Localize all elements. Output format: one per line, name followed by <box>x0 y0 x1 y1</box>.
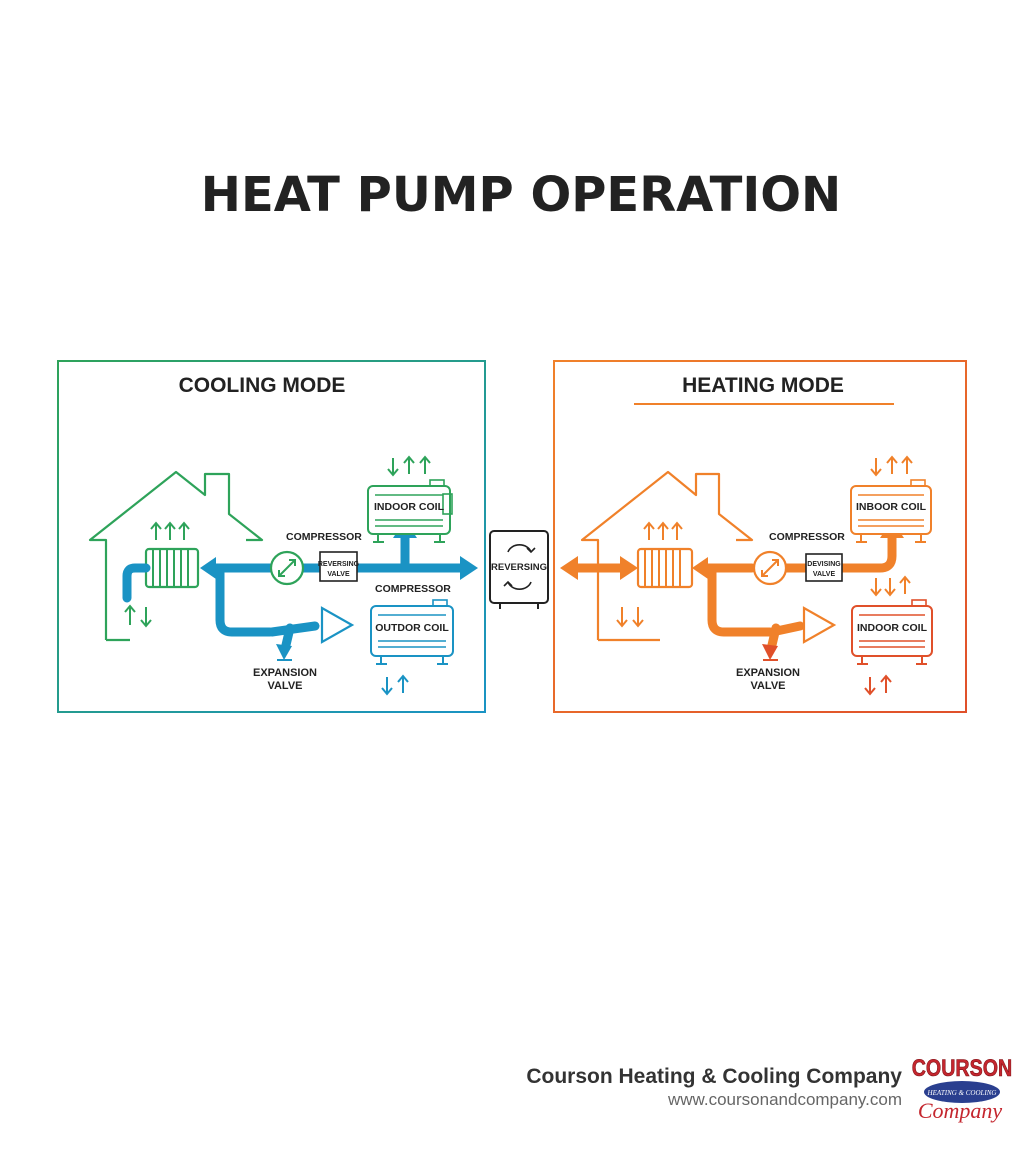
heating-top-airflow-icon <box>870 455 913 477</box>
center-reversing-valve: REVERSING <box>489 530 549 609</box>
cooling-expansion-valve-icon <box>320 606 355 644</box>
logo-badge <box>924 1081 1000 1103</box>
cooling-airflow-up-icon <box>150 521 190 540</box>
cooling-house-icon <box>88 470 264 640</box>
svg-text:VALVE: VALVE <box>327 571 350 578</box>
heating-arrow-coil-left-icon <box>692 557 708 579</box>
cooling-airflow-updown-icon <box>124 604 152 628</box>
heating-indoor-coil-bottom-unit: INDOOR COIL <box>851 599 933 665</box>
reversing-cycle-icon <box>503 544 536 590</box>
svg-text:VALVE: VALVE <box>813 571 836 578</box>
cooling-outdoor-coil-unit: OUTDOR COIL <box>370 599 454 665</box>
logo-word-mid: HEATING & COOLING <box>927 1089 997 1097</box>
heating-compressor-label: COMPRESSOR <box>769 531 845 543</box>
heating-panel: HEATING MODE <box>553 360 967 713</box>
logo-word-bottom: Company <box>918 1098 1003 1123</box>
cooling-compressor-icon <box>269 550 305 586</box>
cooling-compressor-label: COMPRESSOR <box>286 531 362 543</box>
heating-airflow-up-icon <box>643 521 683 540</box>
heating-airflow-down-icon <box>616 607 644 628</box>
heating-indoor-coil-top-unit: INBOOR COIL <box>850 479 932 543</box>
heating-expansion-label-2: VALVE <box>750 680 785 692</box>
heating-frame <box>553 360 967 713</box>
heating-refrigerant-lines <box>571 529 897 650</box>
footer: Courson Heating & Cooling Company www.co… <box>526 1064 902 1110</box>
cooling-title: COOLING MODE <box>179 374 346 397</box>
svg-text:OUTDOR COIL: OUTDOR COIL <box>375 622 449 634</box>
logo-word-top: COURSON <box>912 1054 1013 1081</box>
cooling-arrow-down-icon <box>276 644 292 660</box>
cooling-arrow-left-icon <box>200 557 216 579</box>
cooling-expansion-label-2: VALVE <box>267 680 302 692</box>
heating-reversing-valve: DEVISING VALVE <box>805 553 843 582</box>
heating-indoor-coil-icon <box>636 547 694 589</box>
heating-expansion-label-1: EXPANSION <box>736 667 800 679</box>
heating-expansion-valve-icon <box>802 606 837 644</box>
heating-bottom-airflow-icon <box>864 674 892 696</box>
cooling-indoor-airflow-icon <box>387 455 431 477</box>
cooling-compressor-label-2: COMPRESSOR <box>375 583 451 595</box>
cooling-arrow-right-icon <box>460 556 478 580</box>
heating-mid-airflow-icon <box>870 575 911 597</box>
cooling-reversing-valve: REVERSING VALVE <box>318 551 360 582</box>
heating-title: HEATING MODE <box>682 374 844 397</box>
courson-logo: COURSON HEATING & COOLING Company <box>911 1054 1013 1123</box>
cooling-refrigerant-lines <box>208 529 467 650</box>
heating-compressor-icon <box>752 550 788 586</box>
svg-text:INBOOR COIL: INBOOR COIL <box>856 501 927 513</box>
heating-arrow-right-icon <box>620 556 638 580</box>
page-title: HEAT PUMP OPERATION <box>201 167 841 223</box>
cooling-outdoor-airflow-icon <box>381 674 409 696</box>
svg-text:DEVISING: DEVISING <box>807 561 841 568</box>
svg-text:REVERSING: REVERSING <box>318 561 360 568</box>
cooling-house-pipe <box>122 563 151 603</box>
cooling-indoor-coil-icon <box>144 547 200 589</box>
heating-arrow-down-icon <box>762 644 778 660</box>
svg-text:INDOOR COIL: INDOOR COIL <box>857 622 928 634</box>
heating-arrow-left-icon <box>560 556 578 580</box>
cooling-panel: COOLING MODE <box>57 360 486 713</box>
heating-house-icon <box>580 470 754 640</box>
cooling-indoor-coil-unit: INDOOR COIL <box>367 479 453 543</box>
center-reversing-label: REVERSING <box>491 562 547 573</box>
svg-text:INDOOR COIL: INDOOR COIL <box>374 501 445 513</box>
cooling-expansion-label-1: EXPANSION <box>253 667 317 679</box>
footer-company-name: Courson Heating & Cooling Company <box>526 1065 902 1088</box>
cooling-frame <box>57 360 486 713</box>
footer-website-link[interactable]: www.coursonandcompany.com <box>667 1090 902 1109</box>
